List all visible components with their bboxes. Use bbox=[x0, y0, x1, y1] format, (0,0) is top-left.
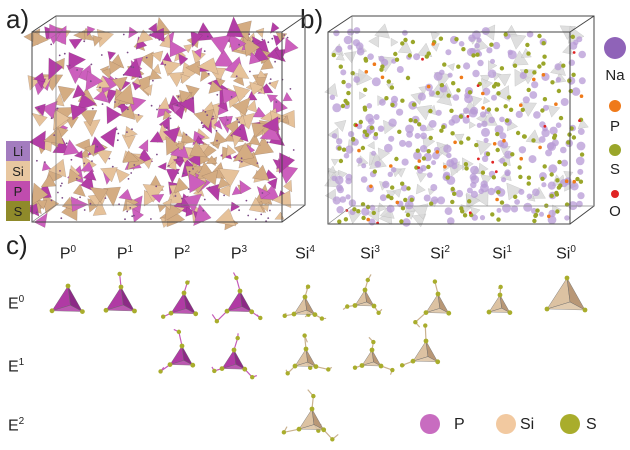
si-legend-icon bbox=[496, 414, 516, 434]
bottom-legend-markers bbox=[410, 410, 610, 440]
na-atom-icon bbox=[604, 37, 626, 59]
panel-a-structure bbox=[20, 10, 310, 230]
bottom-legend-si: Si bbox=[520, 416, 534, 434]
legend-a-li: Li bbox=[6, 141, 30, 161]
s-legend-icon bbox=[560, 414, 580, 434]
p-atom-icon bbox=[609, 100, 621, 112]
legend-b-p: P bbox=[600, 118, 630, 135]
o-atom-icon bbox=[611, 190, 619, 198]
p-legend-icon bbox=[420, 414, 440, 434]
legend-b-o: O bbox=[600, 203, 630, 220]
legend-a-p: P bbox=[6, 181, 30, 201]
legend-b-s: S bbox=[600, 161, 630, 178]
legend-a-si: Si bbox=[6, 161, 30, 181]
legend-b-na: Na bbox=[600, 67, 630, 84]
s-atom-icon bbox=[609, 144, 621, 156]
bottom-legend-p: P bbox=[454, 416, 465, 434]
legend-a-s: S bbox=[6, 201, 30, 221]
bottom-legend-s: S bbox=[586, 416, 597, 434]
panel-b-structure bbox=[318, 10, 598, 232]
